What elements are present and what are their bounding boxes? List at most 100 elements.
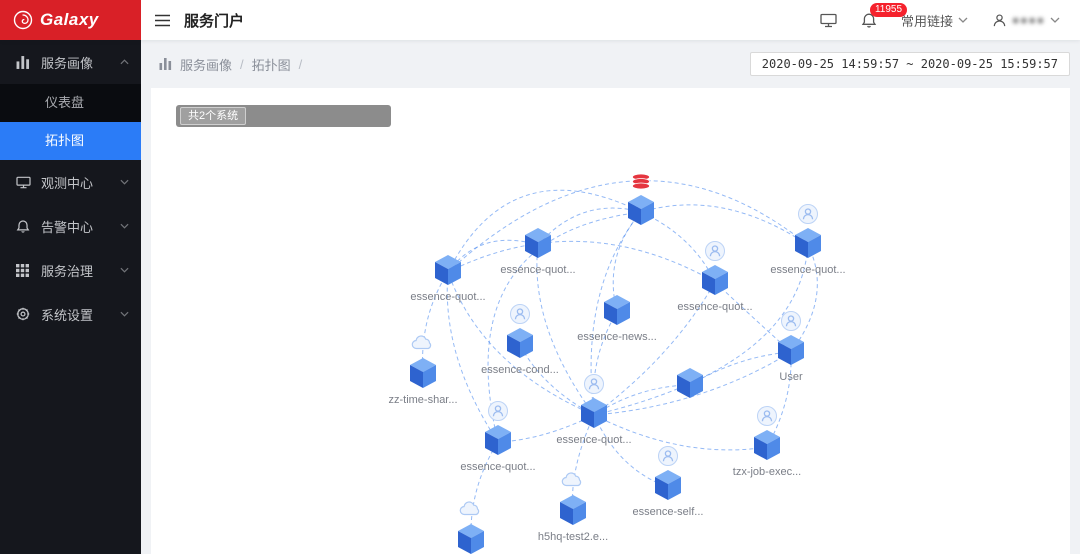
topology-node-n11[interactable]: essence-quot... bbox=[460, 401, 536, 474]
menu-collapse-icon[interactable] bbox=[155, 14, 170, 27]
person-icon bbox=[488, 401, 508, 421]
topology-edge bbox=[766, 351, 795, 448]
user-menu[interactable]: ●●●● bbox=[992, 13, 1060, 28]
sidebar-item-3[interactable]: 服务治理 bbox=[0, 248, 141, 292]
user-icon bbox=[993, 13, 1006, 26]
topology-edge bbox=[640, 204, 809, 246]
person-icon bbox=[781, 311, 801, 331]
topology-panel: 共2个系统 essence-quot...essence-quot...esse… bbox=[151, 88, 1070, 554]
sidebar: 服务画像仪表盘拓扑图观测中心告警中心服务治理系统设置 bbox=[0, 40, 141, 554]
cloud-icon bbox=[411, 335, 432, 350]
cube-right-face bbox=[423, 365, 436, 388]
bell-icon bbox=[16, 219, 31, 234]
time-range-picker[interactable]: 2020-09-25 14:59:57 ~ 2020-09-25 15:59:5… bbox=[749, 52, 1070, 76]
breadcrumb-root[interactable]: 服务画像 bbox=[180, 57, 233, 73]
topology-node-n1[interactable] bbox=[628, 173, 654, 225]
topology-edge bbox=[487, 209, 642, 443]
node-label: essence-quot... bbox=[556, 434, 631, 446]
topology-node-n13[interactable]: essence-self... bbox=[633, 446, 704, 519]
monitor-icon bbox=[16, 176, 31, 189]
person-icon bbox=[798, 204, 818, 224]
topology-edge bbox=[444, 271, 499, 443]
cube-left-face bbox=[754, 437, 767, 460]
topology-node-n14[interactable]: h5hq-test2.e... bbox=[538, 472, 608, 543]
brand-name: Galaxy bbox=[40, 10, 99, 29]
cube-left-face bbox=[628, 202, 641, 225]
cube-right-face bbox=[617, 302, 630, 325]
cube-right-face bbox=[791, 342, 804, 365]
sidebar-subitem-0-0[interactable]: 仪表盘 bbox=[45, 95, 85, 110]
node-label: tzx-job-exec... bbox=[733, 466, 801, 478]
topology-node-n15[interactable] bbox=[458, 501, 484, 554]
cube-left-face bbox=[507, 335, 520, 358]
person-icon bbox=[757, 406, 777, 426]
chevron-up-icon bbox=[120, 59, 129, 65]
topology-node-n6[interactable]: essence-news... bbox=[577, 295, 657, 343]
cloud-icon bbox=[561, 472, 582, 487]
topology-edge bbox=[534, 244, 595, 416]
topology-node-n8[interactable]: zz-time-shar... bbox=[388, 335, 458, 406]
cube-left-face bbox=[655, 477, 668, 500]
systems-count-badge: 共2个系统 bbox=[180, 107, 247, 125]
sidebar-item-label: 服务治理 bbox=[41, 263, 94, 279]
chevron-down-icon bbox=[120, 311, 129, 317]
sidebar-item-4[interactable]: 系统设置 bbox=[0, 292, 141, 336]
cube-right-face bbox=[715, 272, 728, 295]
gear-icon bbox=[16, 307, 31, 321]
sidebar-submenu-0: 仪表盘拓扑图 bbox=[0, 84, 141, 160]
sidebar-item-label: 服务画像 bbox=[41, 55, 94, 71]
bar-chart-icon bbox=[16, 55, 31, 69]
node-label: essence-quot... bbox=[460, 461, 535, 473]
cube-right-face bbox=[520, 335, 533, 358]
node-label: essence-quot... bbox=[410, 291, 485, 303]
galaxy-spiral-icon bbox=[13, 10, 33, 30]
node-label: essence-quot... bbox=[770, 264, 845, 276]
chevron-down-icon bbox=[120, 223, 129, 229]
sidebar-item-label: 系统设置 bbox=[41, 307, 94, 323]
topology-node-n16[interactable] bbox=[677, 368, 703, 398]
topology-node-n4[interactable]: essence-quot... bbox=[770, 204, 846, 277]
cube-left-face bbox=[485, 432, 498, 455]
screen-icon[interactable] bbox=[820, 13, 837, 28]
topology-node-n9[interactable]: User bbox=[778, 311, 804, 384]
topology-node-n5[interactable]: essence-quot... bbox=[677, 241, 753, 314]
cube-left-face bbox=[525, 235, 538, 258]
cube-right-face bbox=[808, 235, 821, 258]
cube-left-face bbox=[795, 235, 808, 258]
sidebar-item-0[interactable]: 服务画像 bbox=[0, 40, 141, 84]
cube-left-face bbox=[458, 531, 471, 554]
brand-logo[interactable]: Galaxy bbox=[0, 0, 141, 40]
common-links-dropdown[interactable]: 常用链接 bbox=[901, 11, 968, 30]
systems-slider-bar[interactable]: 共2个系统 bbox=[176, 105, 391, 127]
notifications-bell[interactable]: 11955 bbox=[861, 2, 908, 29]
topology-node-n12[interactable]: tzx-job-exec... bbox=[733, 406, 801, 479]
cube-left-face bbox=[677, 375, 690, 398]
username-redacted: ●●●● bbox=[1012, 13, 1045, 27]
topology-edge bbox=[446, 271, 595, 416]
chevron-down-icon bbox=[958, 17, 968, 23]
sidebar-item-1[interactable]: 观测中心 bbox=[0, 160, 141, 204]
topology-node-n3[interactable]: essence-quot... bbox=[500, 228, 576, 276]
node-label: User bbox=[779, 371, 803, 383]
cube-right-face bbox=[448, 262, 461, 285]
breadcrumb-current[interactable]: 拓扑图 bbox=[251, 57, 291, 73]
cube-right-face bbox=[767, 437, 780, 460]
topology-node-n2[interactable]: essence-quot... bbox=[410, 255, 486, 303]
topology-node-n7[interactable]: essence-cond... bbox=[481, 304, 559, 377]
node-label: essence-news... bbox=[577, 331, 656, 343]
person-icon bbox=[658, 446, 678, 466]
main-area: 服务画像 / 拓扑图 / 2020-09-25 14:59:57 ~ 2020-… bbox=[141, 40, 1080, 554]
cube-right-face bbox=[641, 202, 654, 225]
topology-canvas[interactable]: essence-quot... essence-quot... essence-qu… bbox=[151, 88, 1070, 554]
cube-left-face bbox=[435, 262, 448, 285]
sidebar-item-2[interactable]: 告警中心 bbox=[0, 204, 141, 248]
topology-node-n10[interactable]: essence-quot... bbox=[556, 374, 632, 447]
cube-right-face bbox=[594, 405, 607, 428]
notification-count-badge: 11955 bbox=[869, 2, 908, 17]
topology-edge bbox=[447, 240, 716, 283]
node-label: essence-cond... bbox=[481, 364, 559, 376]
chevron-down-icon bbox=[1050, 17, 1060, 23]
page-title: 服务门户 bbox=[184, 12, 245, 30]
node-label: essence-quot... bbox=[500, 264, 575, 276]
sidebar-subitem-0-1[interactable]: 拓扑图 bbox=[0, 122, 141, 160]
